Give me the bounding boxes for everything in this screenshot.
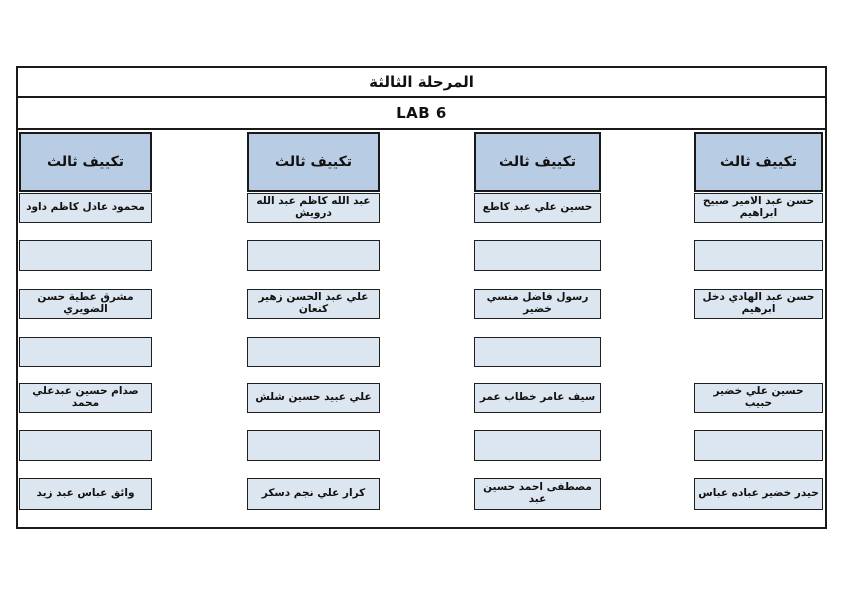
group-header: تكييف ثالث (474, 132, 601, 192)
group-header: تكييف ثالث (19, 132, 152, 192)
student-name-cell: رسول فاضل منسي خضير (474, 289, 601, 319)
empty-seat-cell (694, 240, 823, 271)
student-name-cell: وائق عباس عبد زيد (19, 478, 152, 510)
empty-seat-cell (474, 337, 601, 367)
group-header: تكييف ثالث (694, 132, 823, 192)
student-name-cell: حسن عبد الهادي دخل ابرهيم (694, 289, 823, 319)
stage-title: المرحلة الثالثة (18, 68, 825, 98)
student-name-cell: صدام حسين عبدعلي محمد (19, 383, 152, 413)
empty-seat-cell (19, 337, 152, 367)
empty-seat-cell (247, 240, 380, 271)
student-name-cell: حيدر خضير عباده عباس (694, 478, 823, 510)
group-header: تكييف ثالث (247, 132, 380, 192)
empty-seat-cell (19, 240, 152, 271)
empty-seat-cell (247, 430, 380, 461)
empty-seat-cell (474, 430, 601, 461)
empty-seat-cell (694, 430, 823, 461)
lab-title: LAB 6 (18, 98, 825, 130)
student-name-cell: حسين علي عبد كاطع (474, 193, 601, 223)
student-name-cell: علي عبد الحسن زهير كنعان (247, 289, 380, 319)
student-name-cell: سيف عامر خطاب عمر (474, 383, 601, 413)
student-name-cell: علي عبيد حسين شلش (247, 383, 380, 413)
student-name-cell: مشرق عطية حسن الضويري (19, 289, 152, 319)
empty-seat-cell (247, 337, 380, 367)
student-name-cell: كرار علي نجم دسكر (247, 478, 380, 510)
empty-seat-cell (19, 430, 152, 461)
student-name-cell: محمود عادل كاظم داود (19, 193, 152, 223)
empty-seat-cell (474, 240, 601, 271)
student-name-cell: حسن عبد الامير صبيح ابراهيم (694, 193, 823, 223)
student-name-cell: حسين علي خضير حبيب (694, 383, 823, 413)
student-name-cell: عبد الله كاظم عبد الله درويش (247, 193, 380, 223)
student-name-cell: مصطفى احمد حسين عبد (474, 478, 601, 510)
